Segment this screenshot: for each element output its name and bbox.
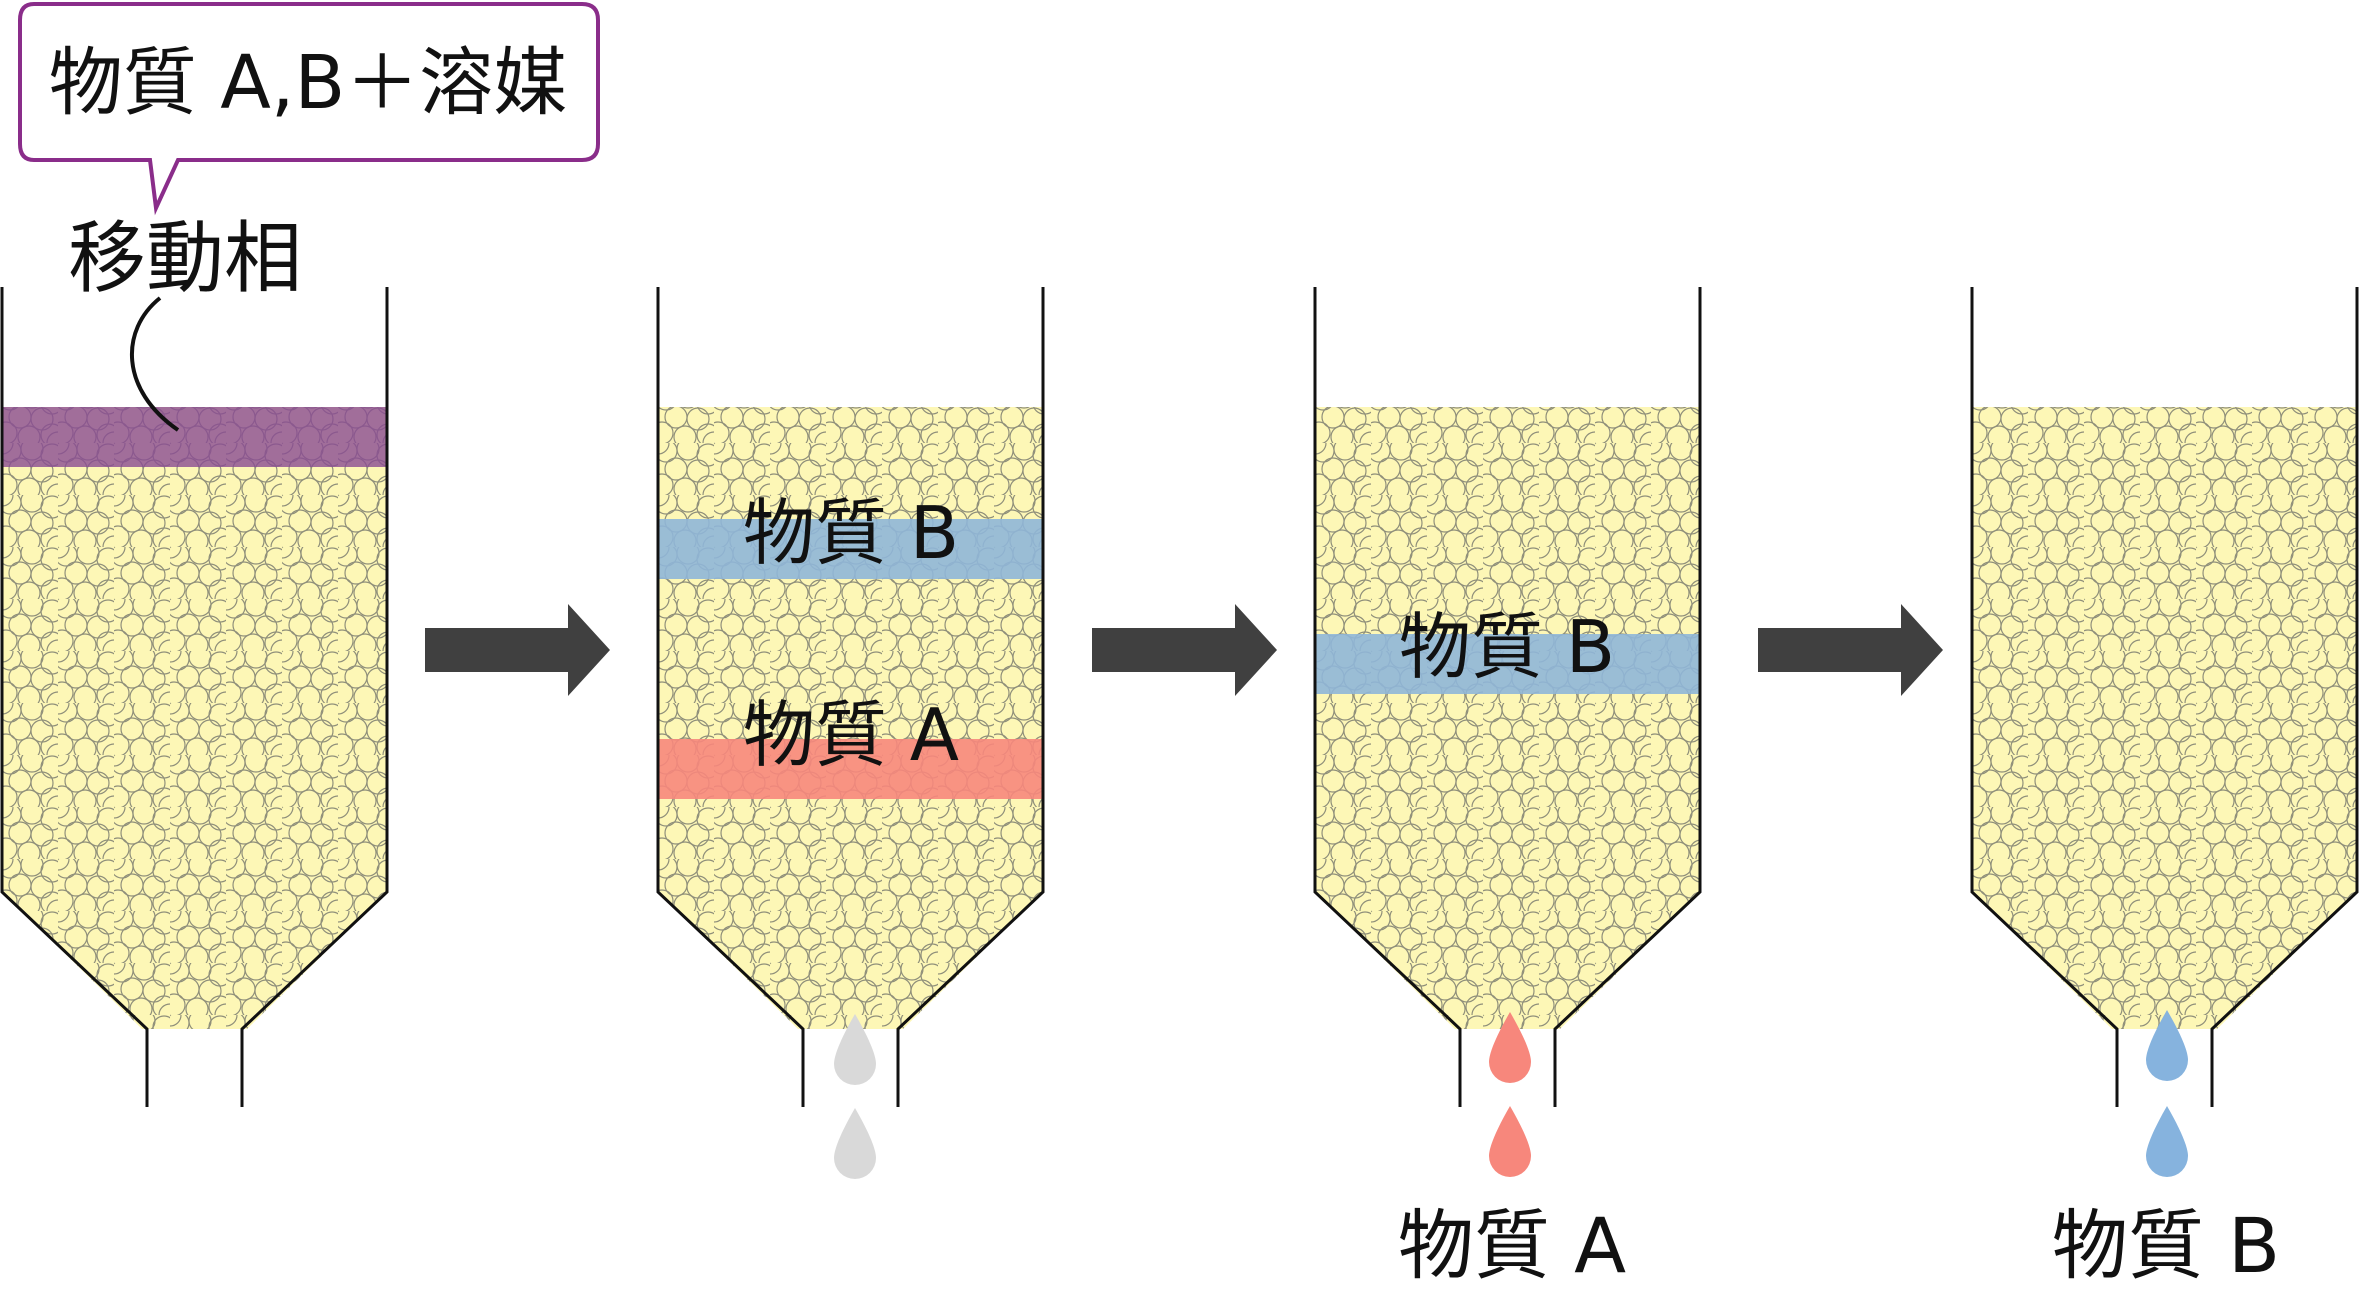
- mobile-phase-band: [2, 407, 387, 467]
- substance-a-drop-icon: [1489, 1012, 1531, 1083]
- column-wall: [656, 287, 1045, 1107]
- substance-b-drop-icon: [2146, 1106, 2188, 1177]
- mobile-phase-leader-line: [130, 296, 180, 432]
- stage2-label-substance-b: 物質 B: [743, 491, 959, 575]
- solvent-drop-icon: [834, 1014, 876, 1085]
- callout-text: 物質 A,B＋溶媒: [49, 40, 567, 126]
- column-stage-2: [656, 287, 1045, 1107]
- eluate-label-substance-a: 物質 A: [1398, 1201, 1626, 1290]
- band-substance-b: [1315, 634, 1700, 694]
- band-substance-a: [658, 739, 1043, 799]
- arrow-3: [1758, 604, 1943, 696]
- arrow-2: [1092, 604, 1277, 696]
- solvent-drop-icon: [834, 1108, 876, 1179]
- column-wall: [1970, 287, 2359, 1107]
- packing-bed: [1972, 407, 2357, 1029]
- column-stage-1: [0, 287, 389, 1107]
- column-wall: [1313, 287, 1702, 1107]
- mobile-phase-label: 移動相: [68, 214, 302, 304]
- arrow-1: [425, 604, 610, 696]
- stage3-label-substance-b: 物質 B: [1399, 605, 1615, 689]
- substance-a-drop-icon: [1489, 1106, 1531, 1177]
- substance-b-drop-icon: [2146, 1010, 2188, 1081]
- band-substance-b: [658, 519, 1043, 579]
- column-wall: [0, 287, 389, 1107]
- stage2-label-substance-a: 物質 A: [743, 693, 959, 777]
- eluate-label-substance-b: 物質 B: [2052, 1201, 2280, 1290]
- column-stage-4: [1970, 287, 2359, 1107]
- column-stage-3: [1313, 287, 1702, 1107]
- packing-bed: [658, 407, 1043, 1029]
- sample-callout: 物質 A,B＋溶媒: [18, 2, 600, 216]
- packing-bed: [2, 407, 387, 1029]
- packing-bed: [1315, 407, 1700, 1029]
